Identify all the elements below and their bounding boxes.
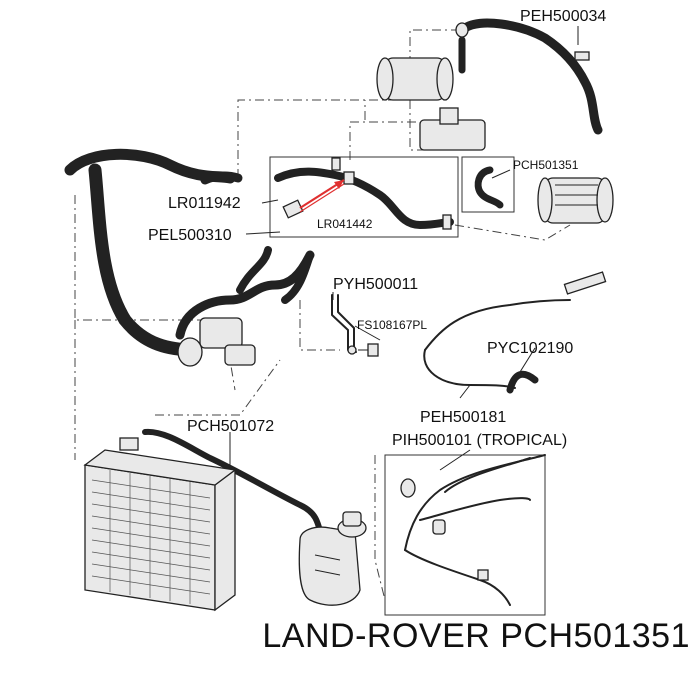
egr-cooler-right bbox=[537, 177, 614, 224]
pipe-pih500101 bbox=[400, 454, 546, 606]
pipe-peh500181 bbox=[423, 271, 607, 389]
hose-pyc102190 bbox=[506, 370, 539, 394]
label-pch501072: PCH501072 bbox=[187, 418, 274, 435]
thermostat-housing bbox=[175, 246, 315, 367]
label-peh500181: PEH500181 bbox=[420, 409, 506, 426]
label-pyc102190: PYC102190 bbox=[487, 340, 573, 357]
hose-pch501351 bbox=[474, 166, 504, 209]
label-lr011942: LR011942 bbox=[168, 195, 241, 212]
hose-pel500310 bbox=[64, 148, 236, 357]
label-peh500034: PEH500034 bbox=[520, 8, 606, 25]
radiator bbox=[83, 437, 237, 612]
bolt-fs108167pl bbox=[358, 343, 379, 357]
detail-box-lr041442 bbox=[269, 156, 459, 238]
label-pyh500011: PYH500011 bbox=[333, 276, 418, 293]
hose-peh500034 bbox=[455, 18, 603, 135]
egr-cooler-upper bbox=[376, 57, 486, 151]
footer-part-title: LAND-ROVER PCH501351 bbox=[262, 617, 690, 655]
hose-lr041442 bbox=[274, 157, 454, 230]
label-pel500310: PEL500310 bbox=[148, 227, 232, 244]
hose-pch501072 bbox=[142, 428, 325, 543]
label-fs108167pl: FS108167PL bbox=[357, 318, 427, 332]
highlight-arrow bbox=[299, 179, 345, 213]
detail-box-pch501351 bbox=[461, 156, 515, 213]
expansion-tank bbox=[298, 511, 367, 606]
label-lr041442: LR041442 bbox=[317, 217, 373, 231]
label-pch501351: PCH501351 bbox=[513, 158, 579, 172]
detail-box-pih500101 bbox=[384, 454, 546, 616]
leader-lines bbox=[229, 26, 579, 471]
label-pih500101: PIH500101 (TROPICAL) bbox=[392, 432, 567, 449]
bracket-pyh500011 bbox=[331, 294, 357, 355]
